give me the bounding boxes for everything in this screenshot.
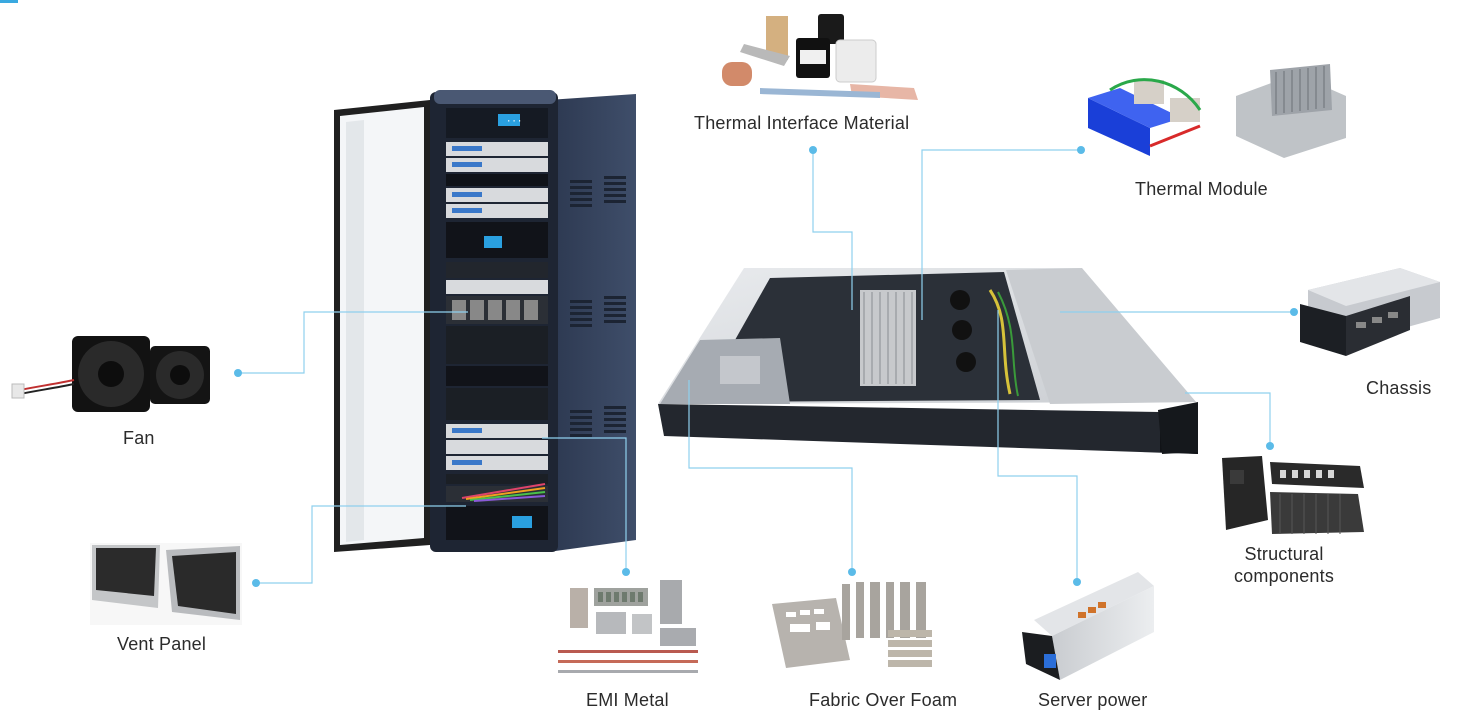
label-vent-panel: Vent Panel xyxy=(117,634,207,654)
accent-mark xyxy=(0,0,18,3)
emi-metal-image xyxy=(558,580,698,673)
label-structural-line1: Structural xyxy=(1244,544,1324,564)
server-power-image xyxy=(1022,572,1154,680)
thermal-module-image xyxy=(1088,64,1346,158)
leader-dots xyxy=(234,146,1298,587)
label-fan: Fan xyxy=(123,428,155,448)
rack-cabinet-image: ··· xyxy=(334,90,636,552)
server-chassis-image xyxy=(658,268,1198,454)
label-thermal-interface-material: Thermal Interface Material xyxy=(694,113,910,133)
fan-image xyxy=(11,336,210,412)
vent-panel-image xyxy=(90,543,242,625)
chassis-image xyxy=(1300,268,1440,356)
structural-components-image xyxy=(1222,456,1364,534)
fabric-over-foam-image xyxy=(772,582,932,668)
label-fabric-over-foam: Fabric Over Foam xyxy=(809,690,958,710)
label-chassis: Chassis xyxy=(1366,378,1432,398)
label-emi-metal: EMI Metal xyxy=(586,690,669,710)
label-thermal-module: Thermal Module xyxy=(1135,179,1268,199)
label-server-power: Server power xyxy=(1038,690,1148,710)
thermal-interface-material-image xyxy=(722,14,918,100)
label-structural-line2: components xyxy=(1233,566,1335,586)
leader-lines xyxy=(238,149,1294,584)
rack-display-text: ··· xyxy=(506,117,522,127)
